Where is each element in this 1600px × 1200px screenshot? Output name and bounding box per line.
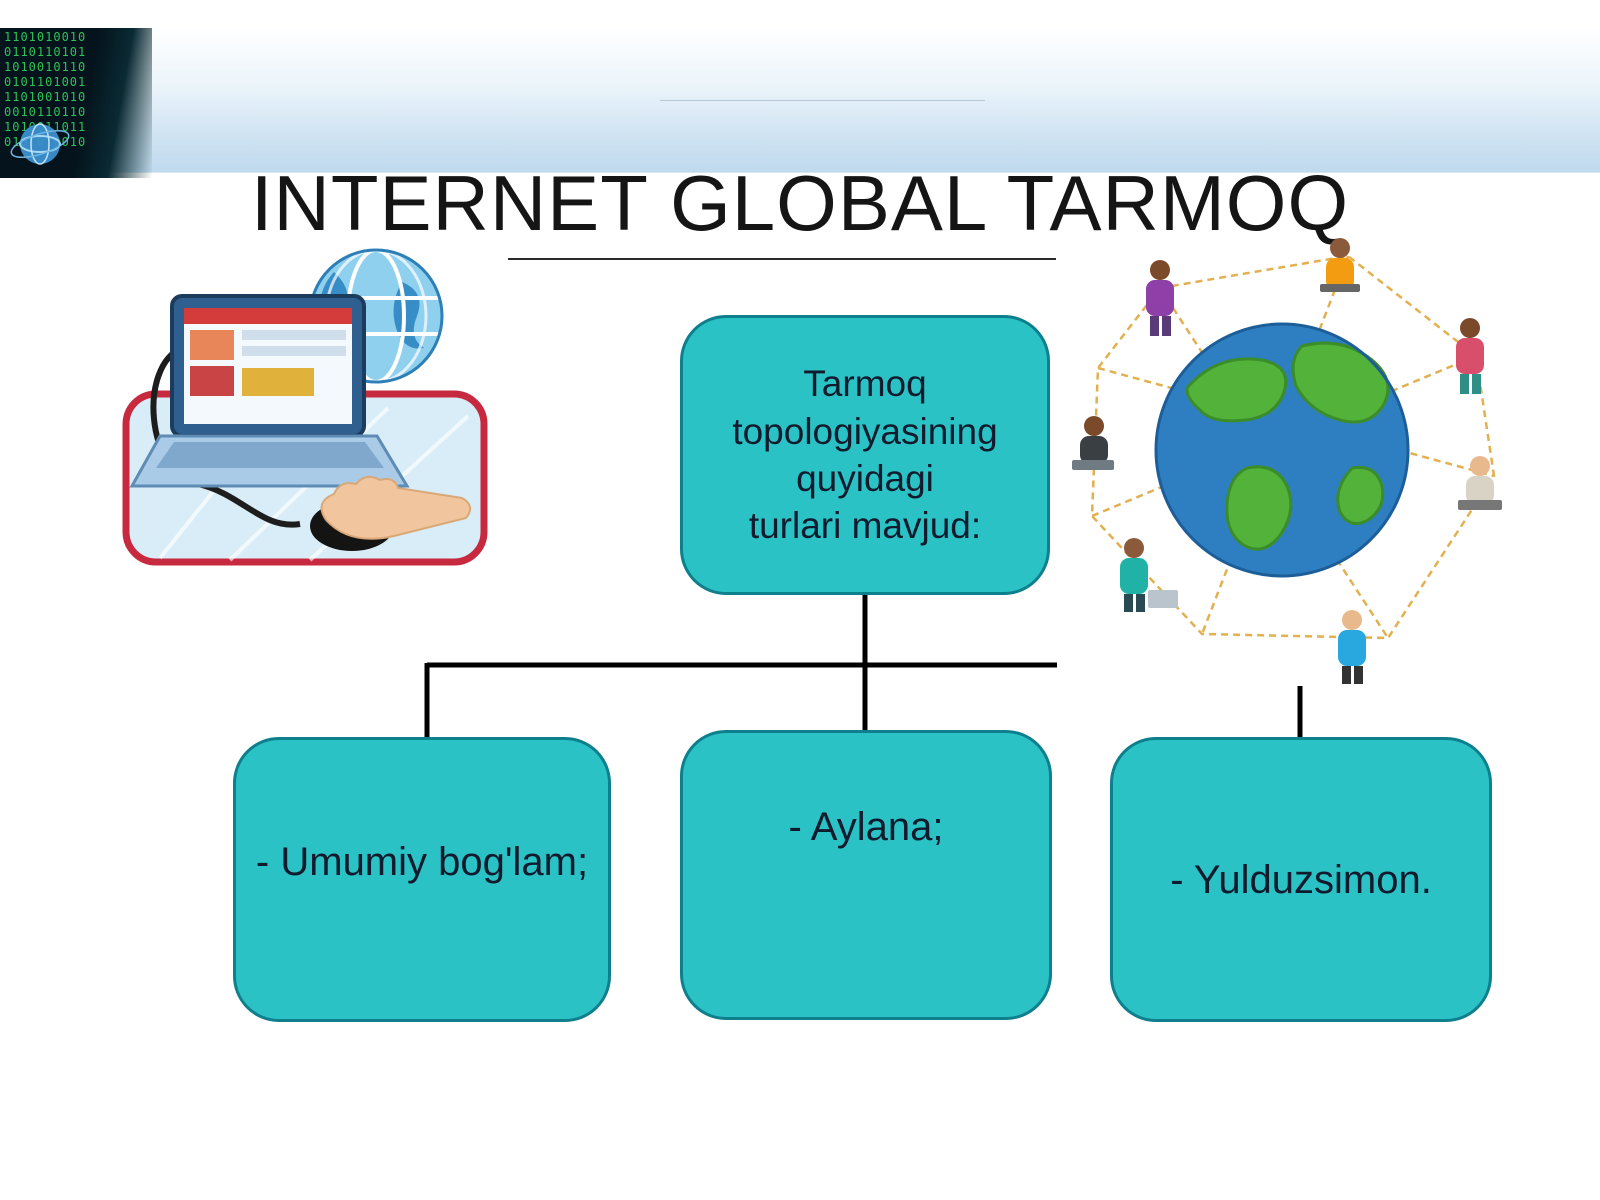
person-icon — [1320, 238, 1360, 292]
diagram-node-label: - Yulduzsimon. — [1170, 858, 1432, 902]
diagram-root-label: Tarmoq topologiyasining quyidagi turlari… — [732, 363, 998, 547]
title-underline — [508, 258, 1056, 260]
person-icon — [1338, 610, 1366, 684]
page-title: INTERNET GLOBAL TARMOQ — [250, 159, 1350, 247]
globe-icon — [1154, 322, 1410, 578]
person-icon — [1458, 456, 1502, 510]
diagram-root-node: Tarmoq topologiyasining quyidagi turlari… — [680, 315, 1050, 595]
header-band — [0, 30, 1600, 173]
diagram-node-label: - Umumiy bog'lam; — [255, 840, 589, 884]
hand-mouse-icon — [310, 475, 472, 551]
header-divider-line — [660, 100, 985, 101]
person-icon — [1120, 538, 1178, 612]
diagram-node-umumiy-boglam: - Umumiy bog'lam; — [233, 737, 611, 1022]
binary-globe-art: 1101010010 0110110101 1010010110 0101101… — [0, 28, 152, 178]
person-icon — [1072, 416, 1114, 470]
diagram-node-label: - Aylana; — [788, 805, 944, 849]
diagram-node-aylana: - Aylana; — [680, 730, 1052, 1020]
person-icon — [1456, 318, 1484, 394]
network-people-illustration — [1072, 238, 1502, 684]
laptop-globe-illustration — [122, 248, 488, 566]
mini-globe-icon — [10, 123, 70, 165]
laptop-icon — [129, 294, 410, 488]
diagram-node-yulduzsimon: - Yulduzsimon. — [1110, 737, 1492, 1022]
person-icon — [1146, 260, 1174, 336]
